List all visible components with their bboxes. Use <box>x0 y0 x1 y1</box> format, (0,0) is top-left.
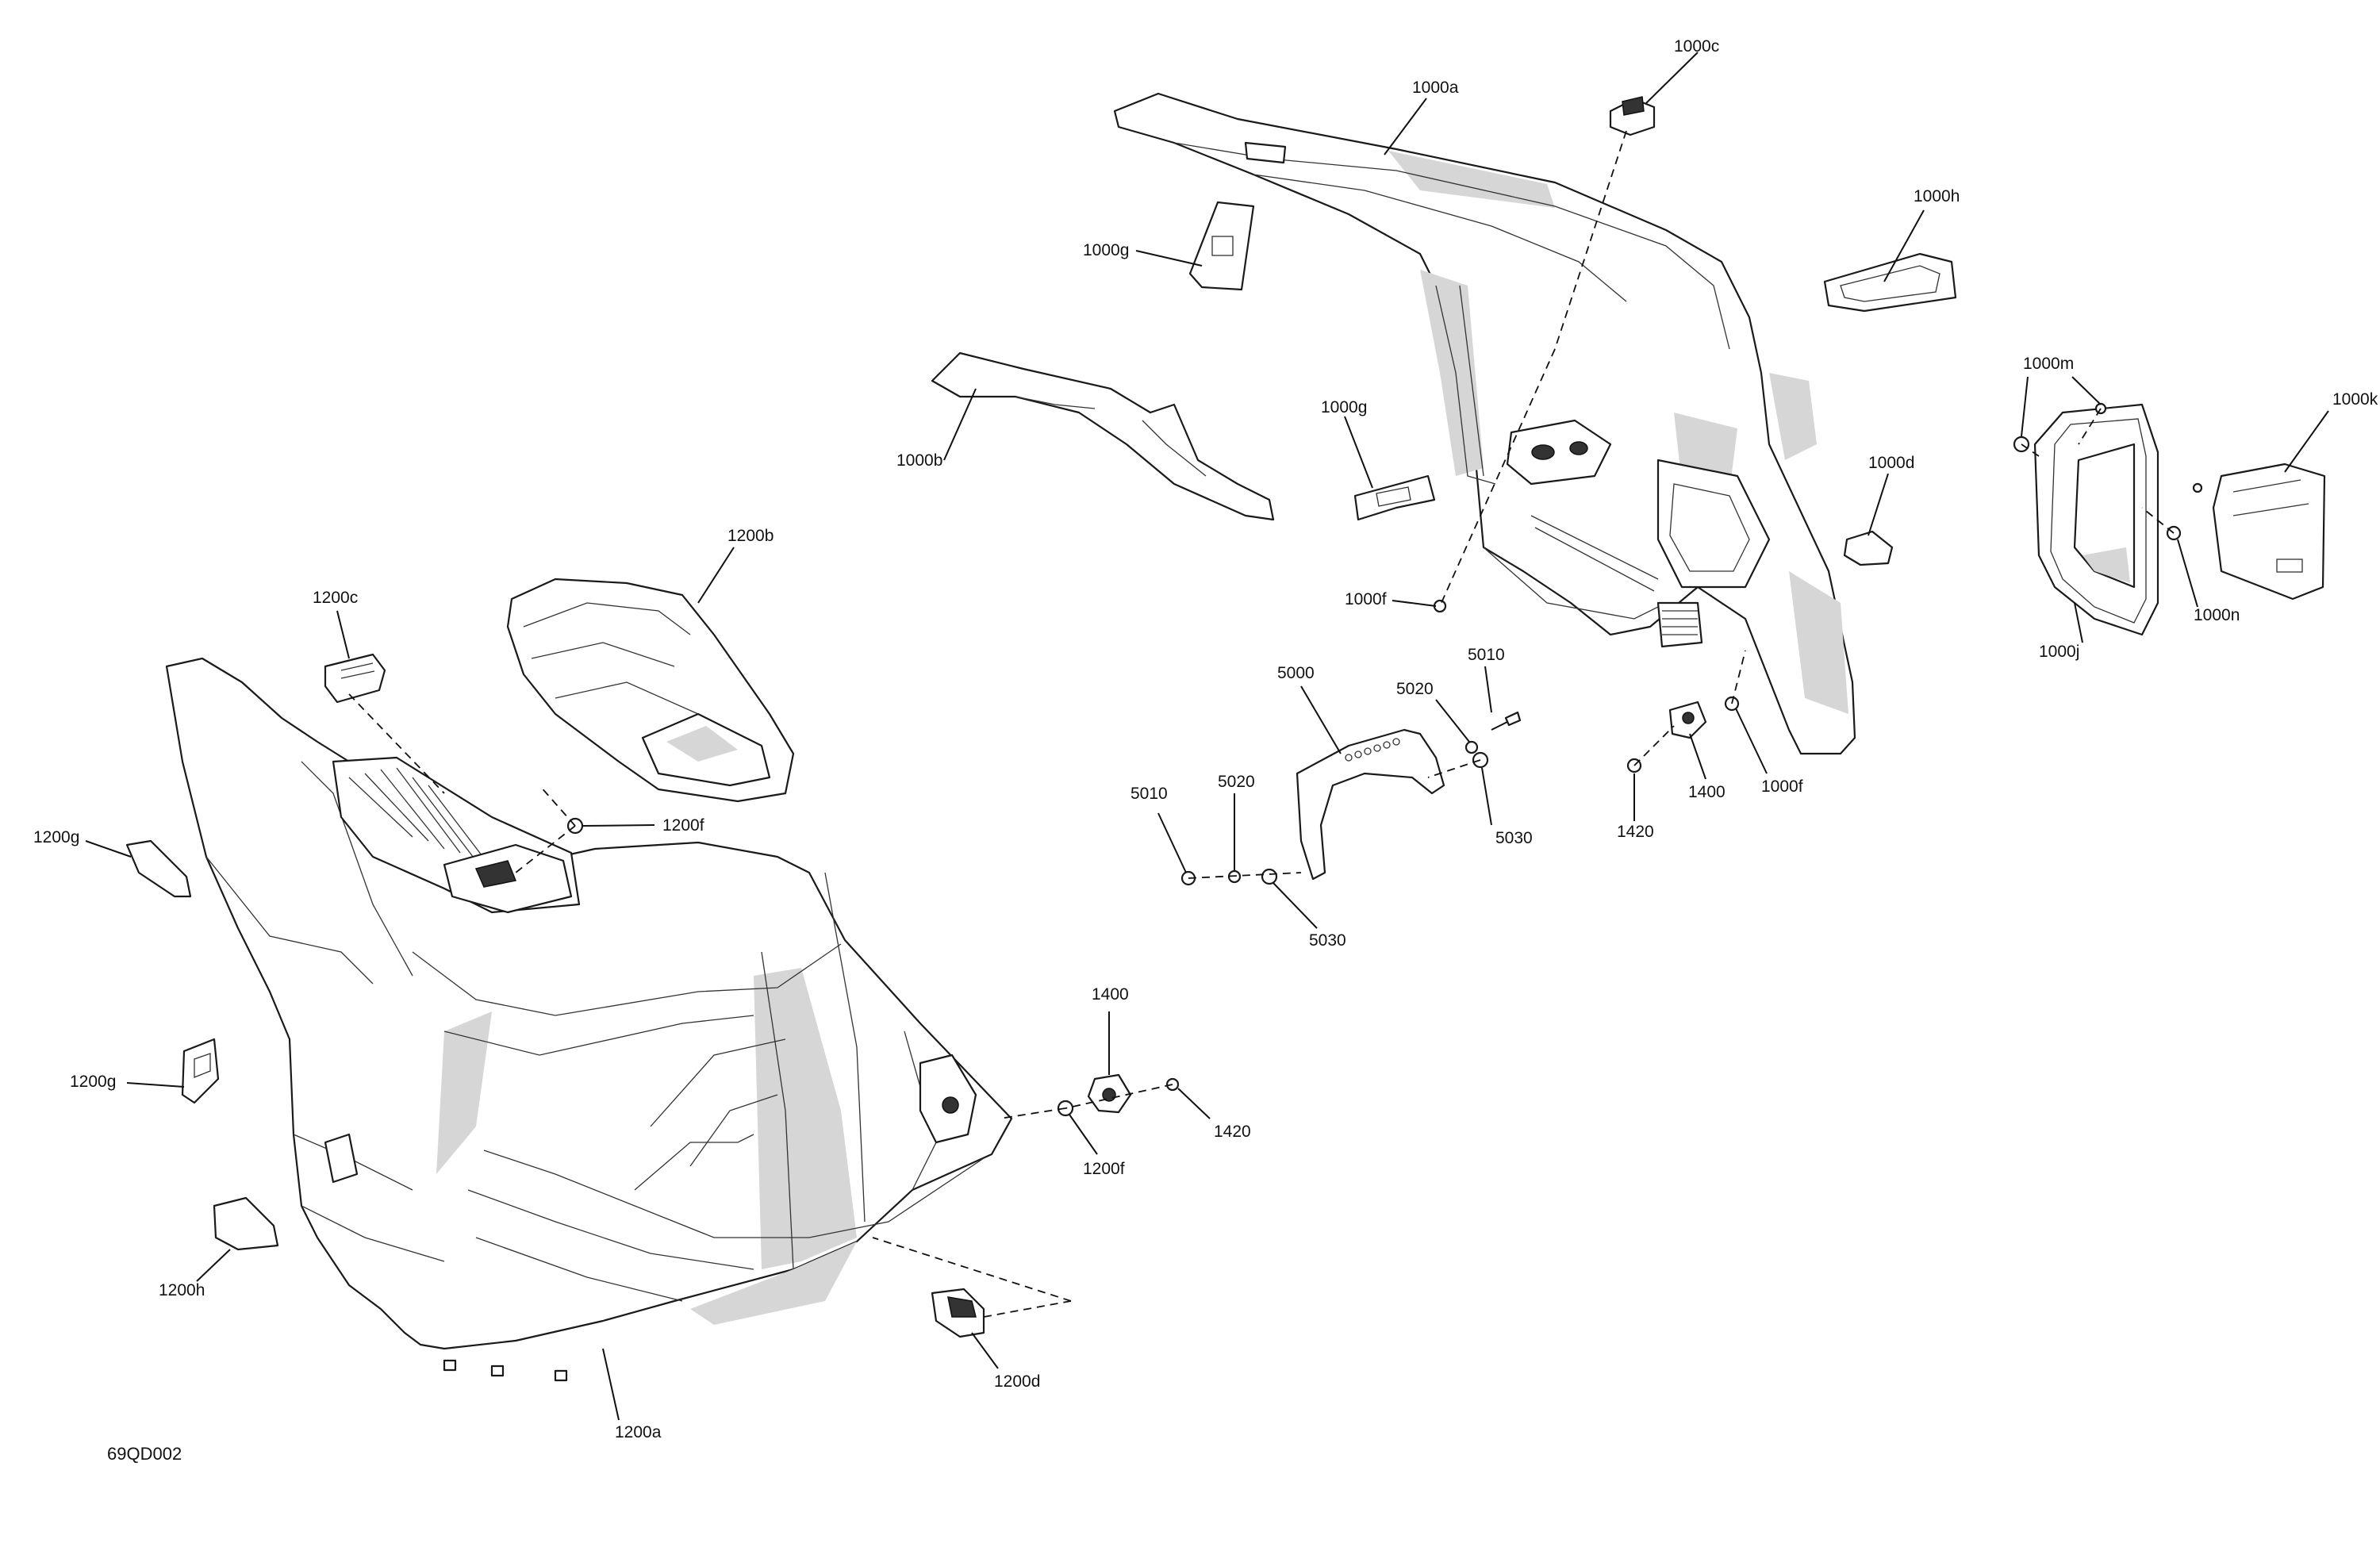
callout-5000: 5000 <box>1277 664 1315 682</box>
part-1000h-bracket <box>1823 252 1957 313</box>
callout-1000n: 1000n <box>2194 606 2240 624</box>
callout-labels: 1000c 1000a 1000h 1000g 1000b 1000g 1000… <box>33 37 2378 1464</box>
part-5010-screw <box>1180 711 1522 886</box>
callout-1200a: 1200a <box>615 1423 662 1441</box>
callout-1200b: 1200b <box>727 527 774 545</box>
part-1200a-vent <box>332 756 581 914</box>
callout-5030: 5030 <box>1309 931 1346 950</box>
callout-5030: 5030 <box>1495 829 1533 847</box>
callout-1420: 1420 <box>1617 823 1654 841</box>
part-1200g-latch-top <box>125 839 192 898</box>
part-1000g-latch-mid <box>1353 474 1436 521</box>
callout-1000f: 1000f <box>1761 777 1803 796</box>
part-1000g-latch-top <box>1188 201 1255 291</box>
callout-1200g: 1200g <box>33 828 79 846</box>
callout-1200g: 1200g <box>70 1073 116 1091</box>
part-1400-grommet-top <box>1668 700 1707 739</box>
callout-1200f: 1200f <box>1083 1160 1125 1178</box>
callout-1000k: 1000k <box>2332 390 2378 409</box>
callout-1000j: 1000j <box>2039 643 2079 661</box>
callout-1200f: 1200f <box>662 816 704 835</box>
part-1200d-latch <box>931 1288 985 1338</box>
callout-1400: 1400 <box>1688 783 1726 801</box>
leader-lines <box>85 52 2329 1421</box>
part-1000d-insert <box>1843 530 1894 566</box>
part-1200h-insert <box>213 1196 279 1251</box>
callout-1200d: 1200d <box>994 1372 1040 1391</box>
part-1000k-light <box>2212 463 2326 601</box>
callout-1000f: 1000f <box>1345 590 1387 608</box>
drawing-code: 69QD002 <box>107 1444 182 1464</box>
part-1000b-side-cover <box>931 351 1275 521</box>
part-1000c-clip <box>1609 96 1656 136</box>
callout-1000d: 1000d <box>1868 454 1914 472</box>
part-1200c-clip <box>324 653 386 704</box>
callout-1000c: 1000c <box>1674 37 1719 56</box>
callout-1000g: 1000g <box>1083 241 1129 259</box>
callout-1420: 1420 <box>1214 1123 1251 1141</box>
callout-1000b: 1000b <box>896 451 942 470</box>
part-5000-bracket <box>1296 728 1445 881</box>
callout-5020: 5020 <box>1396 680 1434 698</box>
callout-1000m: 1000m <box>2023 355 2074 373</box>
callout-1200h: 1200h <box>159 1281 205 1299</box>
callout-1000g: 1000g <box>1321 398 1367 416</box>
callout-1200c: 1200c <box>313 589 358 607</box>
part-1000j-light-frame <box>2033 403 2159 636</box>
callout-5020: 5020 <box>1218 773 1255 791</box>
callout-1000a: 1000a <box>1412 79 1459 97</box>
part-1400-grommet-bottom <box>1087 1073 1132 1114</box>
callout-1400: 1400 <box>1092 985 1129 1004</box>
part-1000n-screw <box>2166 482 2203 541</box>
part-1200g-latch-bottom <box>181 1038 220 1104</box>
assembly-lines <box>348 130 2175 1318</box>
callout-5010: 5010 <box>1130 785 1168 803</box>
callout-5010: 5010 <box>1468 646 1505 664</box>
callout-1000h: 1000h <box>1914 187 1960 205</box>
part-1000a-console <box>1113 92 1856 755</box>
part-1200a-lid <box>165 657 1013 1382</box>
part-1200b-tray <box>506 578 795 803</box>
